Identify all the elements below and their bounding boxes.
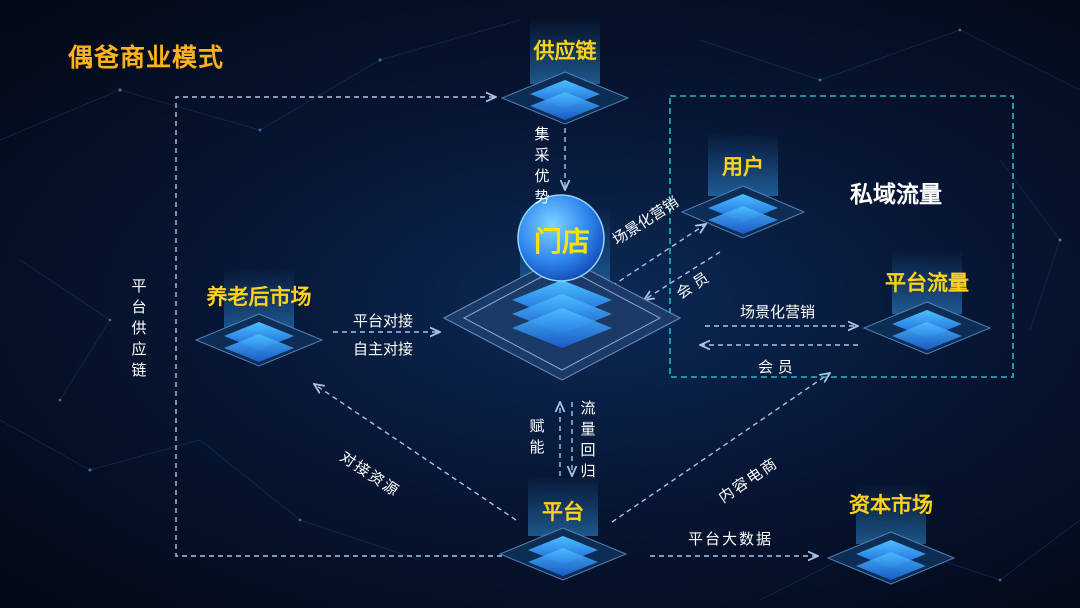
label-traffic-return: 流量回归 xyxy=(580,399,596,480)
node-supply-chain: 供应链 xyxy=(533,39,597,63)
store-badge xyxy=(517,194,605,282)
arrow-content-ecommerce xyxy=(611,373,830,523)
node-store: 门店 xyxy=(533,225,590,258)
arrow-platform-supply-chain xyxy=(175,97,520,557)
label-procurement-advantage: 集采优势 xyxy=(534,125,550,206)
private-traffic-label: 私域流量 xyxy=(850,182,942,208)
arrow-user-store xyxy=(644,251,721,300)
elderly-market-tiles xyxy=(194,268,324,367)
page-title: 偶爸商业模式 xyxy=(68,43,225,72)
platform-traffic-tiles xyxy=(862,250,992,355)
label-scenario-marketing-traffic: 场景化营销 xyxy=(740,303,816,321)
node-capital-market: 资本市场 xyxy=(849,493,933,517)
label-platform-supply-chain: 平台供应链 xyxy=(131,277,147,379)
label-self-docking: 自主对接 xyxy=(353,340,414,358)
label-platform-big-data: 平台大数据 xyxy=(688,530,774,548)
supply-chain-tiles xyxy=(500,18,630,125)
capital-market-tiles xyxy=(826,484,956,585)
node-user: 用户 xyxy=(722,155,764,179)
arrow-store-user xyxy=(611,224,706,287)
node-platform: 平台 xyxy=(542,500,584,524)
store-platform xyxy=(442,194,682,381)
label-empower: 赋能 xyxy=(529,417,545,456)
node-elderly-market: 养老后市场 xyxy=(206,285,312,309)
user-tiles xyxy=(680,132,806,239)
node-platform-traffic: 平台流量 xyxy=(885,271,969,295)
label-member-traffic: 会 员 xyxy=(758,358,793,376)
private-traffic-box xyxy=(669,95,1014,378)
arrow-docking-resources xyxy=(314,384,517,521)
label-platform-docking: 平台对接 xyxy=(353,312,414,330)
platform-tiles xyxy=(498,476,628,581)
